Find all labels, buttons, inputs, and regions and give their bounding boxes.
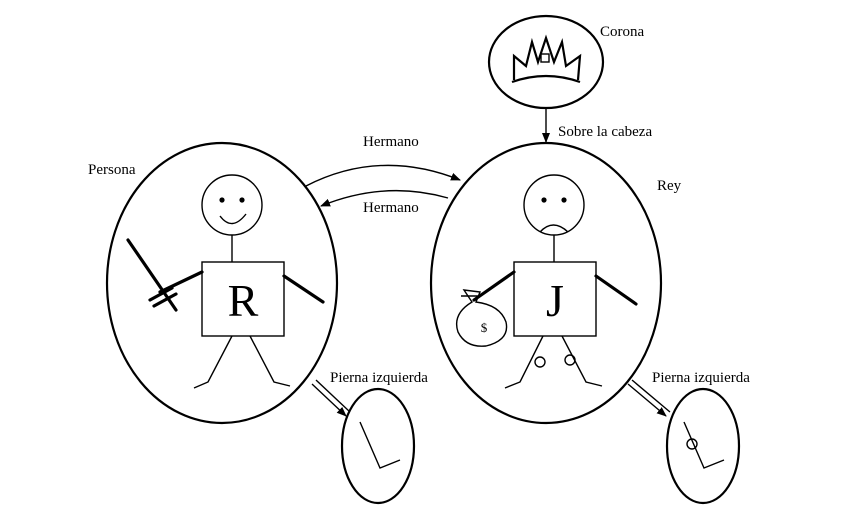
- sobre-la-cabeza-label: Sobre la cabeza: [558, 124, 652, 140]
- money-bag-symbol: $: [481, 320, 488, 335]
- money-bag-icon: $: [455, 289, 508, 347]
- crown-icon: [511, 34, 582, 84]
- corona-node: Corona: [487, 14, 645, 110]
- persona-pierna-label: Pierna izquierda: [330, 370, 428, 386]
- rey-letter: J: [546, 275, 564, 326]
- hermano-label-top: Hermano: [363, 134, 419, 150]
- persona-leg-node: Pierna izquierda: [311, 370, 428, 505]
- rey-body-box: [513, 261, 597, 337]
- corona-label: Corona: [600, 24, 645, 40]
- persona-body-box: [201, 261, 285, 337]
- persona-node: R: [105, 141, 339, 425]
- rey-leg-node: Pierna izquierda: [627, 370, 750, 505]
- smiling-face-icon: [201, 174, 263, 236]
- rey-label: Rey: [657, 178, 682, 194]
- rey-ellipse: [429, 141, 663, 425]
- persona-letter: R: [228, 275, 259, 326]
- hermano-arrow-top: [305, 164, 461, 187]
- rey-node: J $: [429, 141, 663, 425]
- rey-leg-ellipse: [665, 387, 741, 505]
- sword-icon: [126, 238, 178, 312]
- rey-pierna-label: Pierna izquierda: [652, 370, 750, 386]
- persona-leg-ellipse: [340, 387, 416, 505]
- hermano-arrow-bottom: [320, 189, 449, 207]
- frowning-face-icon: [523, 174, 585, 236]
- persona-ellipse: [105, 141, 339, 425]
- persona-label: Persona: [88, 162, 136, 178]
- hermano-label-bottom: Hermano: [363, 200, 419, 216]
